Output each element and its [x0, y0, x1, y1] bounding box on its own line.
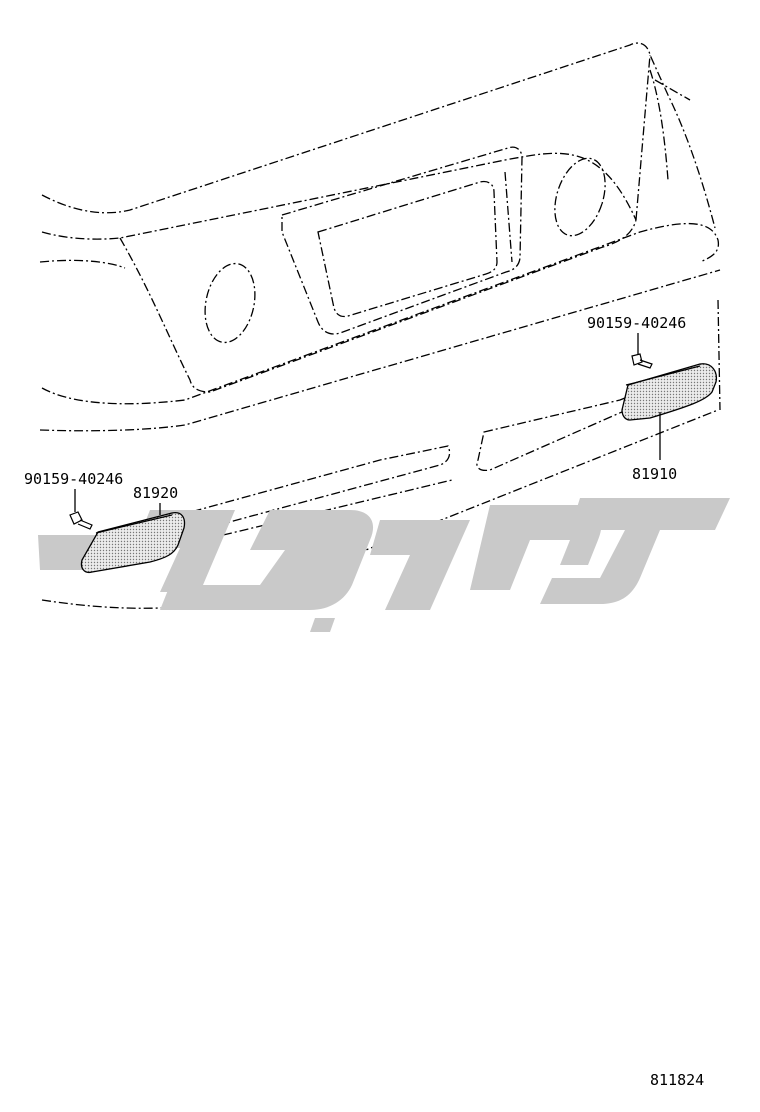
bolt-left [69, 511, 93, 530]
trunk-lid-outline [39, 42, 716, 393]
figure-number: 811824 [650, 1071, 704, 1089]
tail-light-left [204, 262, 256, 344]
callout-reflector-right: 81910 [632, 465, 677, 483]
bolt-right [631, 353, 653, 369]
callout-bolt-right: 90159-40246 [587, 314, 686, 332]
reflector-81920 [80, 512, 186, 574]
callout-reflector-left: 81920 [133, 484, 178, 502]
reflector-81910 [621, 363, 718, 421]
bumper-outline [39, 222, 721, 609]
watermark-logo [38, 498, 730, 632]
license-plate-recess [281, 146, 523, 335]
callout-bolt-left: 90159-40246 [24, 470, 123, 488]
tail-light-right [554, 157, 606, 237]
